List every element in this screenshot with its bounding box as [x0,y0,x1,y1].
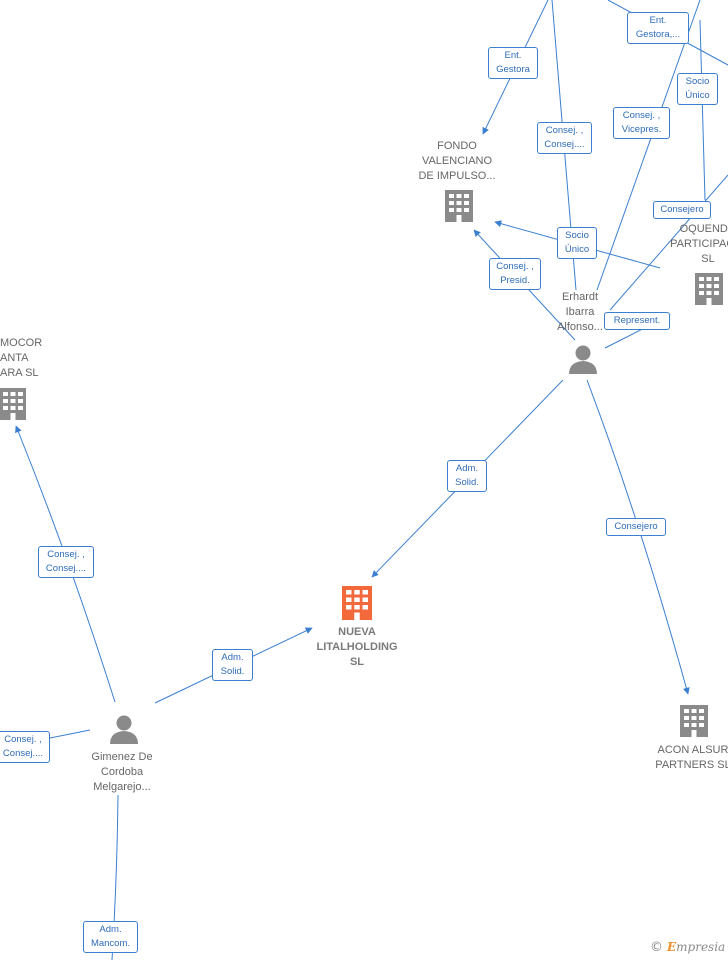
person-icon-erhardt [569,345,597,374]
copyright-symbol: © [650,940,663,955]
building-icon-promocor [0,388,26,420]
edge-label-consej-consej-2[interactable]: Consej. , Consej.... [38,546,94,578]
brand-initial: E [667,940,677,954]
edge-line-socio-unico-1 [699,19,706,201]
empresia-logo: © Empresia [650,940,725,955]
edge-label-adm-solid-2[interactable]: Adm. Solid. [212,649,253,681]
edge-line-consejero-2 [586,379,690,695]
brand-name: mpresia [676,940,726,954]
edge-label-ent-gestora-1[interactable]: Ent. Gestora [488,47,538,79]
building-icon-nueva-litalholding [342,586,372,620]
edge-label-ent-gestora-2[interactable]: Ent. Gestora,... [627,12,689,44]
edge-label-consej-consej-3[interactable]: Consej. , Consej.... [0,731,50,763]
edge-label-adm-mancom[interactable]: Adm. Mancom. [83,921,138,953]
edge-label-consejero-2[interactable]: Consejero [606,518,666,536]
edge-label-consej-consej-1[interactable]: Consej. , Consej.... [537,122,592,154]
building-icon-acon [680,705,708,737]
edge-label-consej-vicepres[interactable]: Consej. , Vicepres. [613,107,670,139]
node-label-promocor[interactable]: MOCOR ANTA ARA SL [0,337,43,379]
edge-label-consej-presid[interactable]: Consej. , Presid. [489,258,541,290]
edge-label-represent[interactable]: Represent. [604,312,670,330]
edge-label-adm-solid-1[interactable]: Adm. Solid. [447,460,487,492]
node-label-erhardt[interactable]: Erhardt Ibarra Alfonso... [557,291,603,333]
node-label-nueva-litalholding[interactable]: NUEVA LITALHOLDING SL [316,626,398,668]
edge-line-consejero-1 [609,174,728,311]
node-label-acon[interactable]: ACON ALSUR PARTNERS SL [655,744,728,771]
edge-line-vicepres [596,0,701,291]
edge-label-consejero-1[interactable]: Consejero [653,201,711,219]
edge-label-socio-unico-2[interactable]: Socio Único [557,227,597,259]
node-label-fondo[interactable]: FONDO VALENCIANO DE IMPULSO... [418,140,496,182]
person-icon-gimenez [110,715,138,744]
building-icon-fondo [445,190,473,222]
building-icon-oquendo [695,273,723,305]
node-label-gimenez[interactable]: Gimenez De Cordoba Melgarejo... [91,751,153,793]
node-label-oquendo[interactable]: OQUENDO PARTICIPACIO SL [670,223,728,265]
edge-label-socio-unico-1[interactable]: Socio Único [677,73,718,105]
